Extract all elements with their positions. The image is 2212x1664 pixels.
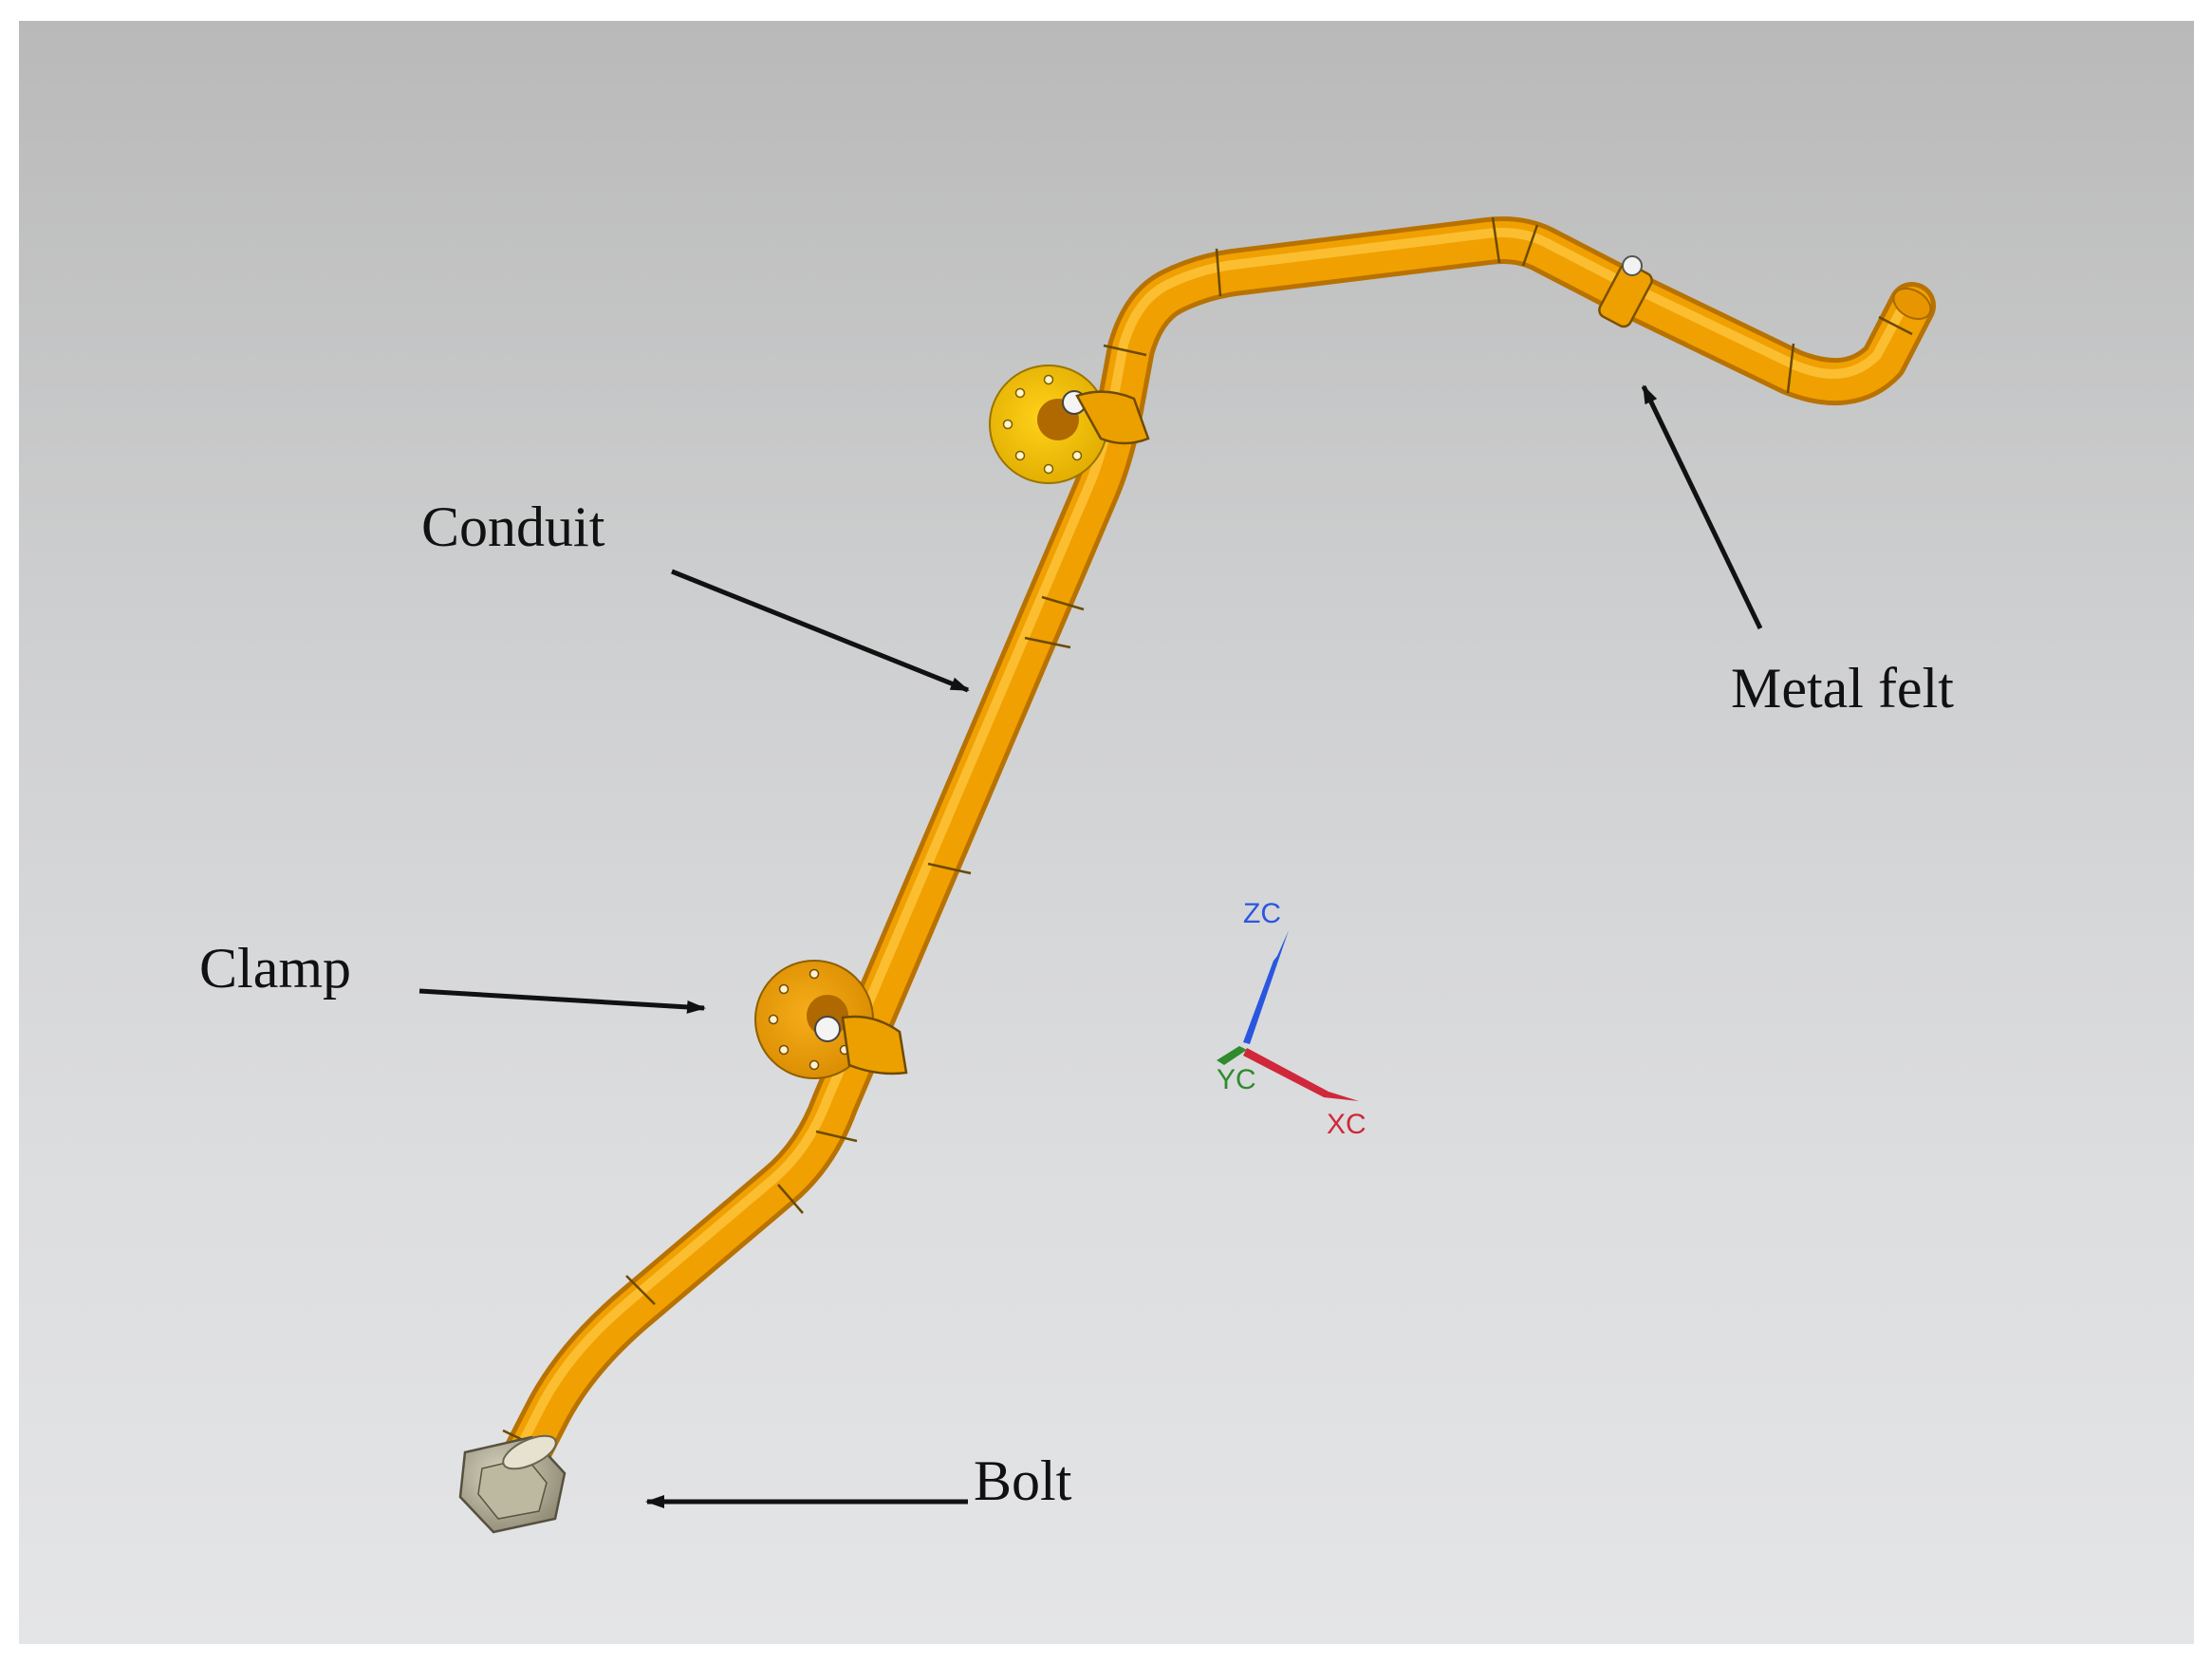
- clamp-arrow: [418, 988, 706, 1014]
- conduit-pipe-body: [492, 221, 1931, 1504]
- cad-viewport[interactable]: ZC YC XC Conduit Metal felt Clamp Bolt: [19, 21, 2194, 1644]
- zc-axis-arrow: [1243, 930, 1289, 1044]
- bolt-washer: [502, 1434, 557, 1470]
- upper-flange-holes: [1002, 374, 1083, 475]
- zc-axis-label: ZC: [1243, 898, 1281, 929]
- seam-7: [1041, 595, 1085, 611]
- metal-felt-label: Metal felt: [1731, 657, 1954, 720]
- upper-clamp[interactable]: [989, 365, 1150, 484]
- conduit-pipe-end-cap: [1892, 287, 1932, 321]
- seam-12: [1786, 343, 1795, 394]
- bolt-nut[interactable]: [458, 1430, 567, 1534]
- conduit-pipe-highlight: [498, 228, 1910, 1486]
- seam-3: [777, 1184, 804, 1214]
- pipeline-assembly-scene: ZC YC XC: [418, 216, 1936, 1534]
- metal-felt-clip[interactable]: [1597, 255, 1655, 329]
- clamp-label: Clamp: [199, 937, 351, 1000]
- seam-9: [1215, 248, 1222, 297]
- seam-8: [1103, 344, 1147, 357]
- seam-10: [1491, 216, 1501, 264]
- metal-felt-arrow: [1641, 384, 1763, 630]
- conduit-pipe-shadow: [487, 216, 1936, 1508]
- coordinate-triad: ZC YC XC: [1217, 898, 1366, 1140]
- seam-13: [1878, 315, 1913, 336]
- seam-4: [815, 1130, 858, 1143]
- conduit-label: Conduit: [421, 495, 605, 558]
- seam-6: [1024, 636, 1071, 649]
- bolt-label: Bolt: [974, 1449, 1072, 1512]
- seam-11: [1521, 224, 1539, 267]
- xc-axis-arrow: [1243, 1048, 1359, 1101]
- lower-clamp-bolt: [814, 1016, 841, 1042]
- pipe-segment-seams: [502, 216, 1913, 1451]
- conduit-pipe[interactable]: [487, 216, 1936, 1508]
- callout-arrows: [418, 384, 1763, 1508]
- yc-axis-arrow: [1217, 1046, 1247, 1065]
- metal-felt-bolt-head: [1622, 255, 1643, 276]
- conduit-arrow: [671, 569, 970, 693]
- seam-2: [625, 1275, 656, 1305]
- seam-5: [927, 862, 972, 875]
- lower-clamp[interactable]: [754, 960, 908, 1079]
- lower-clamp-band: [841, 1015, 908, 1075]
- xc-axis-label: XC: [1327, 1109, 1366, 1140]
- yc-axis-label: YC: [1217, 1064, 1256, 1095]
- upper-clamp-band: [1075, 390, 1150, 445]
